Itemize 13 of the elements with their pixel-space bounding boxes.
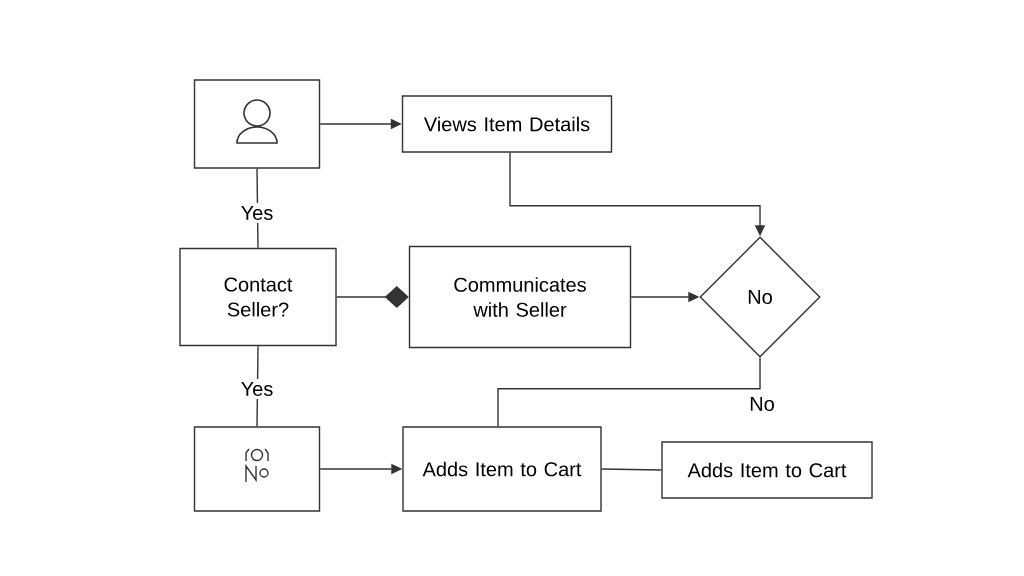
process-box: Contact Seller? xyxy=(179,247,337,347)
process-box: Adds Item to Cart xyxy=(661,441,873,499)
process-box: Communicates with Seller xyxy=(408,245,632,349)
arrow xyxy=(336,286,409,308)
edge-label: Yes xyxy=(237,203,277,223)
connector-line xyxy=(601,468,662,471)
icon-box xyxy=(193,79,321,169)
process-box: Views Item Details xyxy=(401,95,613,153)
connector-line xyxy=(497,357,761,427)
edge-label: No xyxy=(746,394,778,414)
edge-label: Yes xyxy=(237,379,277,399)
icon-box xyxy=(193,426,321,512)
process-box: Adds Item to Cart xyxy=(402,426,602,512)
